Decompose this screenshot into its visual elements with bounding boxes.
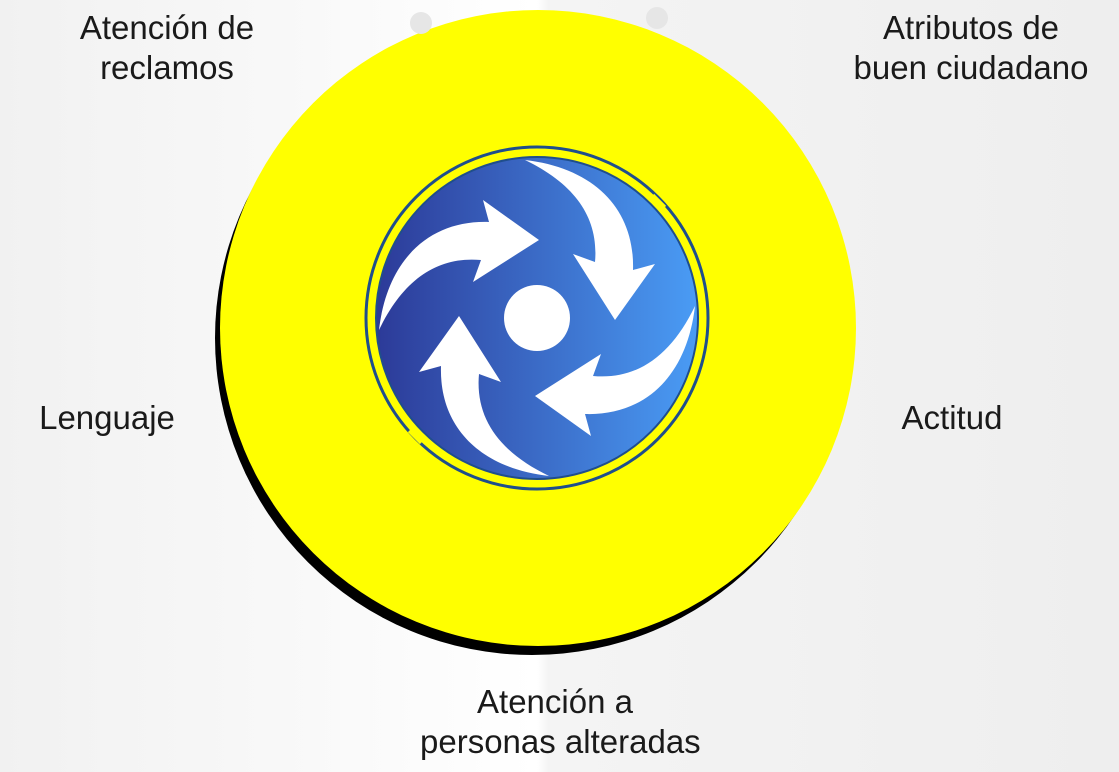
label-top-right: Atributos de buen ciudadano <box>826 8 1116 88</box>
label-top-left: Atención de reclamos <box>52 8 282 88</box>
label-bottom-line2: personas alteradas <box>420 723 701 760</box>
label-left: Lenguaje <box>39 399 175 436</box>
notch-dot-left <box>410 12 432 34</box>
label-top-left-line1: Atención de <box>79 9 255 46</box>
inner-outline-ring <box>364 145 710 491</box>
center-circle-icon <box>504 285 570 351</box>
outline-gap-bottom <box>407 427 425 445</box>
outline-gap-top <box>649 193 667 211</box>
label-top-right-line1: Atributos de <box>882 9 1060 46</box>
label-top-right-line2: buen ciudadano <box>853 49 1089 86</box>
label-bottom-line1: Atención a <box>477 683 633 720</box>
notch-dot-right <box>646 7 668 29</box>
label-top-left-line2: reclamos <box>100 49 234 86</box>
label-right: Actitud <box>901 399 1003 436</box>
label-bottom: Atención a personas alteradas <box>420 682 701 762</box>
